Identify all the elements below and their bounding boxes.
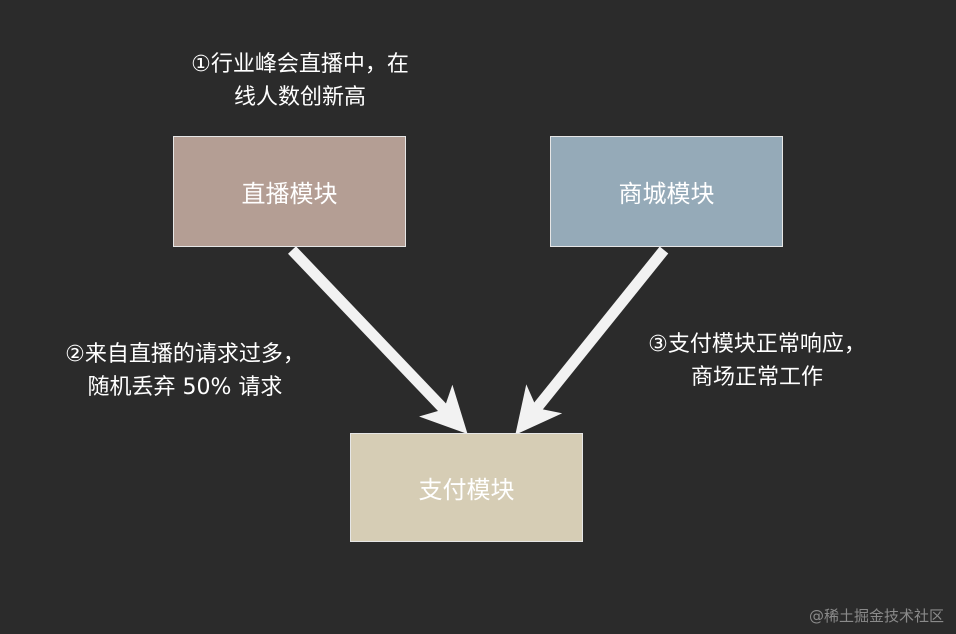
- node-pay-module-label: 支付模块: [418, 476, 515, 504]
- note-pay-normal-line1: ③支付模块正常响应，: [648, 332, 866, 357]
- note-live-peak: ①行业峰会直播中，在 线人数创新高: [150, 48, 450, 114]
- watermark: @稀土掘金技术社区: [808, 607, 944, 625]
- node-mall-module-label: 商城模块: [618, 180, 715, 208]
- note-live-peak-line1: ①行业峰会直播中，在: [191, 52, 409, 77]
- note-live-peak-line2: 线人数创新高: [233, 85, 366, 110]
- note-drop-requests-line1: ②来自直播的请求过多，: [65, 342, 305, 367]
- note-pay-normal: ③支付模块正常响应， 商场正常工作: [612, 328, 902, 394]
- note-pay-normal-line2: 商场正常工作: [690, 365, 823, 390]
- node-pay-module: 支付模块: [350, 433, 583, 542]
- node-live-module: 直播模块: [173, 136, 406, 247]
- note-drop-requests: ②来自直播的请求过多， 随机丢弃 50% 请求: [20, 338, 350, 404]
- note-drop-requests-line2: 随机丢弃 50% 请求: [87, 375, 283, 400]
- node-live-module-label: 直播模块: [241, 180, 338, 208]
- node-mall-module: 商城模块: [550, 136, 783, 247]
